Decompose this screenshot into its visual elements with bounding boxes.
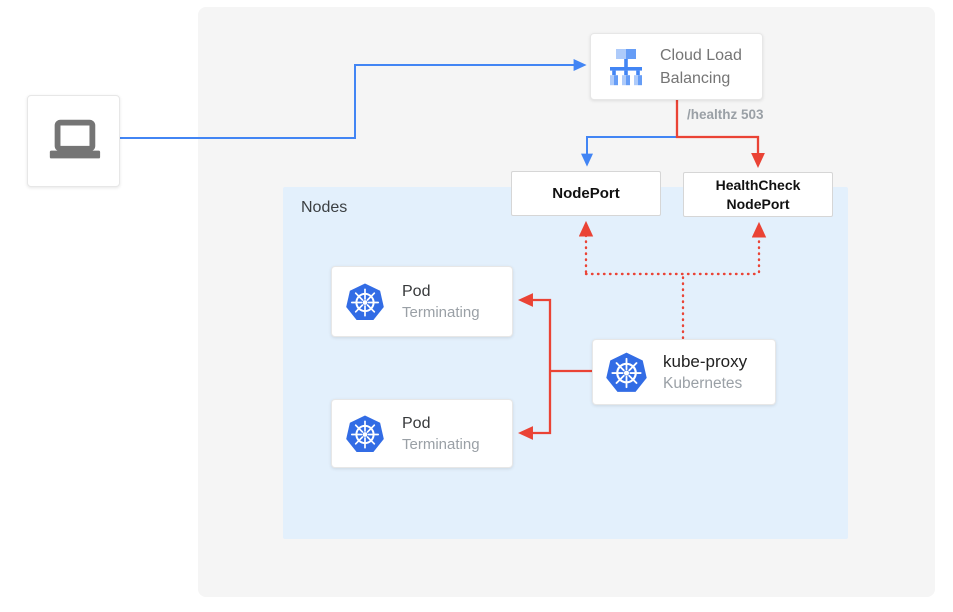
nodeport-label: NodePort [552,185,620,202]
laptop-icon [49,119,100,159]
kubernetes-icon [346,283,384,320]
cloud-load-balancing-node: Cloud Load Balancing [590,33,763,100]
kube-proxy-node: kube-proxy Kubernetes [592,339,776,405]
healthcheck-nodeport-label: HealthCheck NodePort [715,176,801,212]
healthcheck-nodeport-node: HealthCheck NodePort [683,172,833,217]
client-node [27,95,120,187]
pod-status: Terminating [402,435,480,453]
nodes-group-label: Nodes [301,199,348,216]
pod-title: Pod [402,414,431,432]
nodeport-node: NodePort [511,171,661,216]
cloud-load-balancing-icon [610,48,642,85]
pod-terminating-node-2: Pod Terminating [331,399,513,468]
kubernetes-icon [346,415,384,452]
kube-proxy-subtitle: Kubernetes [663,375,743,392]
pod-terminating-node-1: Pod Terminating [331,266,513,337]
pod-status: Terminating [402,303,480,321]
pod-title: Pod [402,282,431,300]
healthz-status-label: /healthz 503 [687,107,764,122]
cloud-load-balancing-label: Cloud Load Balancing [660,46,742,87]
kubernetes-icon [606,352,647,392]
kube-proxy-title: kube-proxy [663,352,748,371]
